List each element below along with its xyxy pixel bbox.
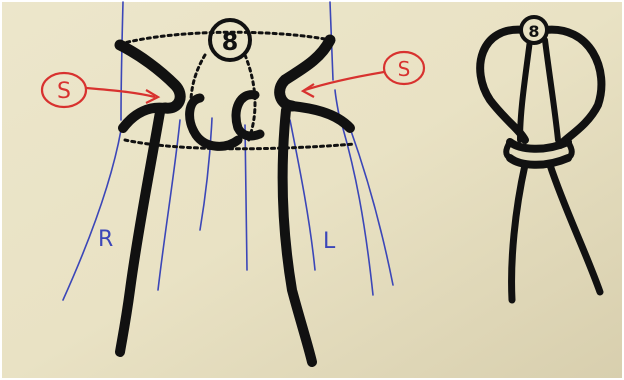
left-strand-letter: R xyxy=(98,227,113,252)
right-strand-letter: L xyxy=(323,229,336,254)
right-s-marker-label: S xyxy=(398,57,411,81)
right-eight-label: 8 xyxy=(528,22,539,41)
left-s-marker-label: S xyxy=(57,79,71,104)
center-eight-label: 8 xyxy=(222,28,239,56)
